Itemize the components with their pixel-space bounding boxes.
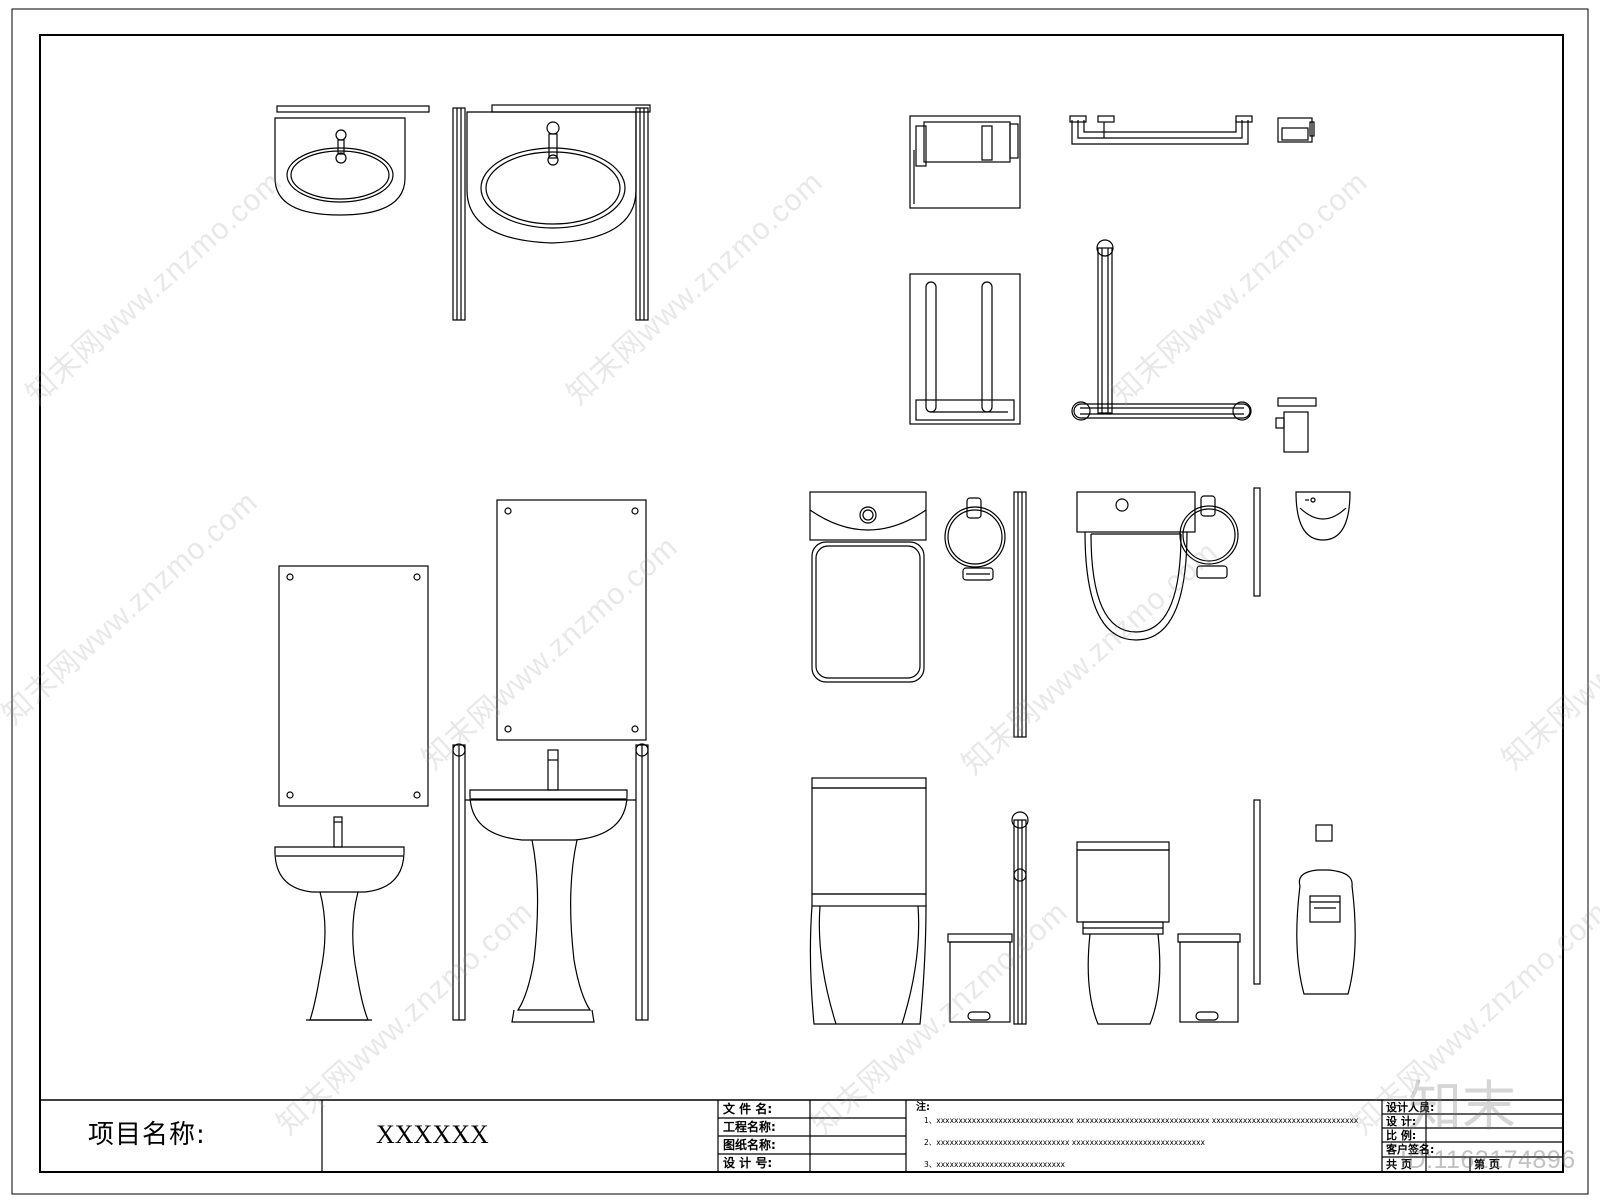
grab-bar-elevation-1 [1011, 811, 1029, 1025]
note-line-1: 1、xxxxxxxxxxxxxxxxxxxxxxxxxxxxxxx xxxxxx… [924, 1116, 1359, 1125]
foldup-rail-plan [909, 115, 1021, 209]
toilet-elevation-round [1076, 841, 1170, 1025]
project-name-value: XXXXXX [376, 1120, 489, 1149]
field-designer: 设计人员: [1386, 1101, 1435, 1114]
brand-watermark: 知末 [1408, 1075, 1516, 1138]
note-line-2: 2、xxxxxxxxxxxxxxxxxxxxxxxxxxxxxx xxxxxxx… [924, 1138, 1205, 1147]
bin-plan-1 [944, 497, 1006, 581]
urinal-elevation [1296, 824, 1356, 995]
mirror-small [278, 565, 429, 807]
accessible-basin-elevation [452, 743, 649, 1023]
bin-elevation-2 [1177, 933, 1241, 1023]
field-client-signature: 客户签名: [1386, 1143, 1435, 1156]
foldup-rail-side [909, 273, 1021, 425]
field-design-number: 设 计 号: [723, 1156, 773, 1170]
outer-border [11, 8, 1589, 1195]
field-project-title: 工程名称: [723, 1120, 776, 1134]
vertical-bar-1 [1013, 491, 1027, 738]
field-page-number: 第 页 [1474, 1158, 1500, 1171]
inner-frame [39, 34, 1564, 1173]
vertical-bar-elevation-2 [1253, 799, 1261, 985]
field-design: 设 计: [1386, 1115, 1417, 1128]
field-scale: 比 例: [1386, 1129, 1417, 1142]
bin-elevation-1 [947, 933, 1013, 1023]
field-file-name: 文 件 名: [723, 1102, 773, 1116]
project-name-label: 项目名称: [88, 1120, 206, 1150]
toilet-plan-round [1076, 491, 1196, 641]
paper-holder-elevation [1275, 397, 1317, 453]
pedestal-basin-elevation [274, 816, 405, 1021]
l-shaped-grab-bar [1071, 239, 1252, 421]
paper-holder-plan [1277, 117, 1315, 143]
bin-plan-2 [1179, 495, 1239, 579]
vertical-bar-2 [1253, 487, 1261, 597]
field-total-pages: 共 页 [1386, 1158, 1412, 1171]
image-id-watermark: ID:1162174896 [1400, 1146, 1576, 1174]
straight-grab-bar [1069, 115, 1253, 145]
toilet-elevation-square [809, 777, 927, 1025]
notes-title: 注: [916, 1102, 930, 1113]
mirror-large [496, 499, 647, 741]
urinal-plan [1295, 491, 1351, 541]
field-drawing-name: 图纸名称: [723, 1138, 776, 1152]
accessible-basin-plan [452, 104, 651, 321]
title-block-grid [40, 1099, 1563, 1172]
note-line-3: 3、xxxxxxxxxxxxxxxxxxxxxxxxxxxxx [924, 1160, 1065, 1169]
toilet-plan-square [809, 491, 927, 683]
wall-basin-plan [274, 105, 430, 216]
